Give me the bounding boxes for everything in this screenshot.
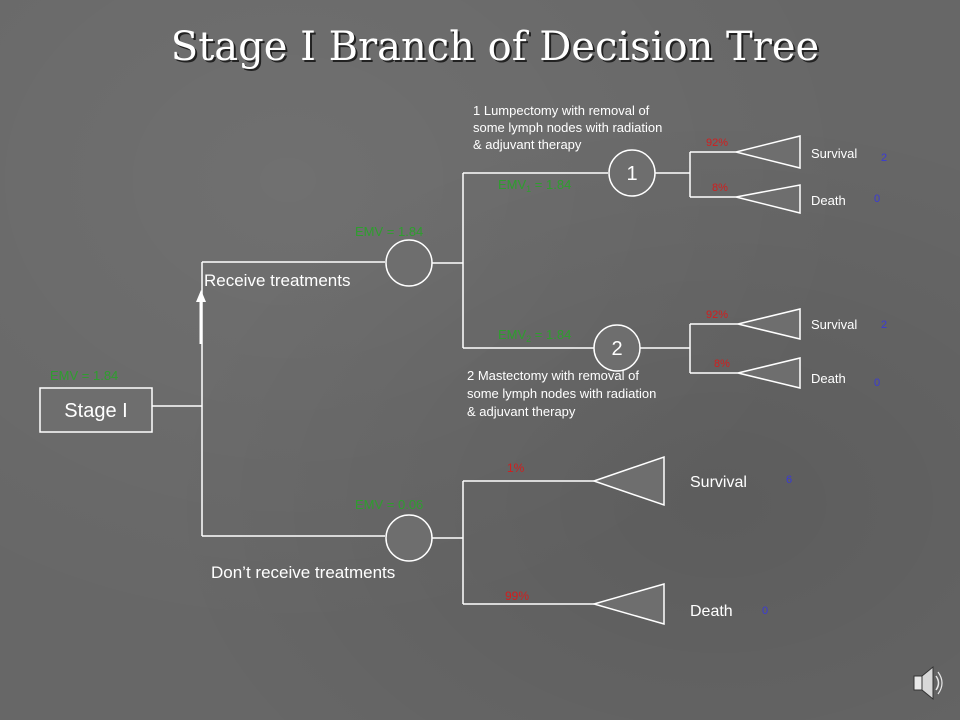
page-title-shadow: Stage I Branch of Decision Tree: [173, 26, 821, 72]
no-treatment-emv: EMV = 0.06: [355, 497, 423, 512]
receive-treatments-label: Receive treatments: [204, 271, 350, 290]
option2-description-line2: some lymph nodes with radiation: [467, 386, 656, 401]
option2-emv-label: EMV: [498, 327, 527, 342]
speaker-icon[interactable]: [913, 665, 943, 701]
option1-description-line1: 1 Lumpectomy with removal of: [473, 103, 650, 118]
option2-death-terminal[interactable]: [737, 357, 801, 389]
option1-survival-prob: 92%: [706, 137, 728, 149]
option1-description-line3: & adjuvant therapy: [473, 137, 582, 152]
option2-emv-subscript: 2: [526, 334, 531, 344]
option2-number: 2: [611, 338, 622, 360]
option1-emv-subscript: 1: [526, 184, 531, 194]
root-emv: EMV = 1.84: [50, 368, 118, 383]
no-treatment-survival-payoff: 6: [786, 474, 792, 486]
option1-death-label: Death: [811, 193, 846, 208]
option2-emv-value: = 1.84: [531, 327, 571, 342]
option1-number: 1: [626, 163, 637, 185]
option1-death-prob: 8%: [712, 182, 728, 194]
option2-survival-label: Survival: [811, 317, 857, 332]
no-treatment-survival-label: Survival: [690, 474, 747, 491]
option2-survival-prob: 92%: [706, 309, 728, 321]
option1-emv-label: EMV: [498, 177, 527, 192]
option2-survival-terminal[interactable]: [737, 308, 801, 340]
no-treatment-death-terminal[interactable]: [591, 583, 665, 625]
no-treatment-label: Don’t receive treatments: [211, 563, 395, 582]
option2-description-line3: & adjuvant therapy: [467, 404, 576, 419]
no-treatment-survival-terminal[interactable]: [591, 455, 665, 507]
no-treatment-death-label: Death: [690, 603, 733, 620]
option1-description-line2: some lymph nodes with radiation: [473, 120, 662, 135]
no-treatment-death-payoff: 0: [762, 605, 768, 617]
option1-emv-value: = 1.84: [531, 177, 571, 192]
pointer-arrow-icon: [196, 290, 206, 302]
option2-death-label: Death: [811, 371, 846, 386]
no-treatment-survival-prob: 1%: [507, 461, 525, 475]
page-title: Stage I Branch of Decision Tree: [171, 24, 819, 70]
option2-death-prob: 8%: [714, 358, 730, 370]
option1-emv: EMV1 = 1.84: [498, 177, 571, 194]
no-treatment-chance-node[interactable]: [385, 514, 433, 562]
option1-survival-payoff: 2: [881, 152, 887, 164]
option2-description-line1: 2 Mastectomy with removal of: [467, 368, 639, 383]
receive-emv: EMV = 1.84: [355, 224, 423, 239]
no-treatment-death-prob: 99%: [505, 589, 529, 603]
option2-emv: EMV2 = 1.84: [498, 327, 571, 344]
receive-chance-node[interactable]: [385, 239, 433, 287]
option1-death-payoff: 0: [874, 193, 880, 205]
option2-survival-payoff: 2: [881, 319, 887, 331]
root-label: Stage I: [64, 400, 127, 422]
option1-survival-label: Survival: [811, 146, 857, 161]
root-decision-box[interactable]: [39, 387, 153, 433]
option1-survival-terminal[interactable]: [735, 135, 801, 169]
option2-death-payoff: 0: [874, 377, 880, 389]
option1-death-terminal[interactable]: [735, 184, 801, 214]
